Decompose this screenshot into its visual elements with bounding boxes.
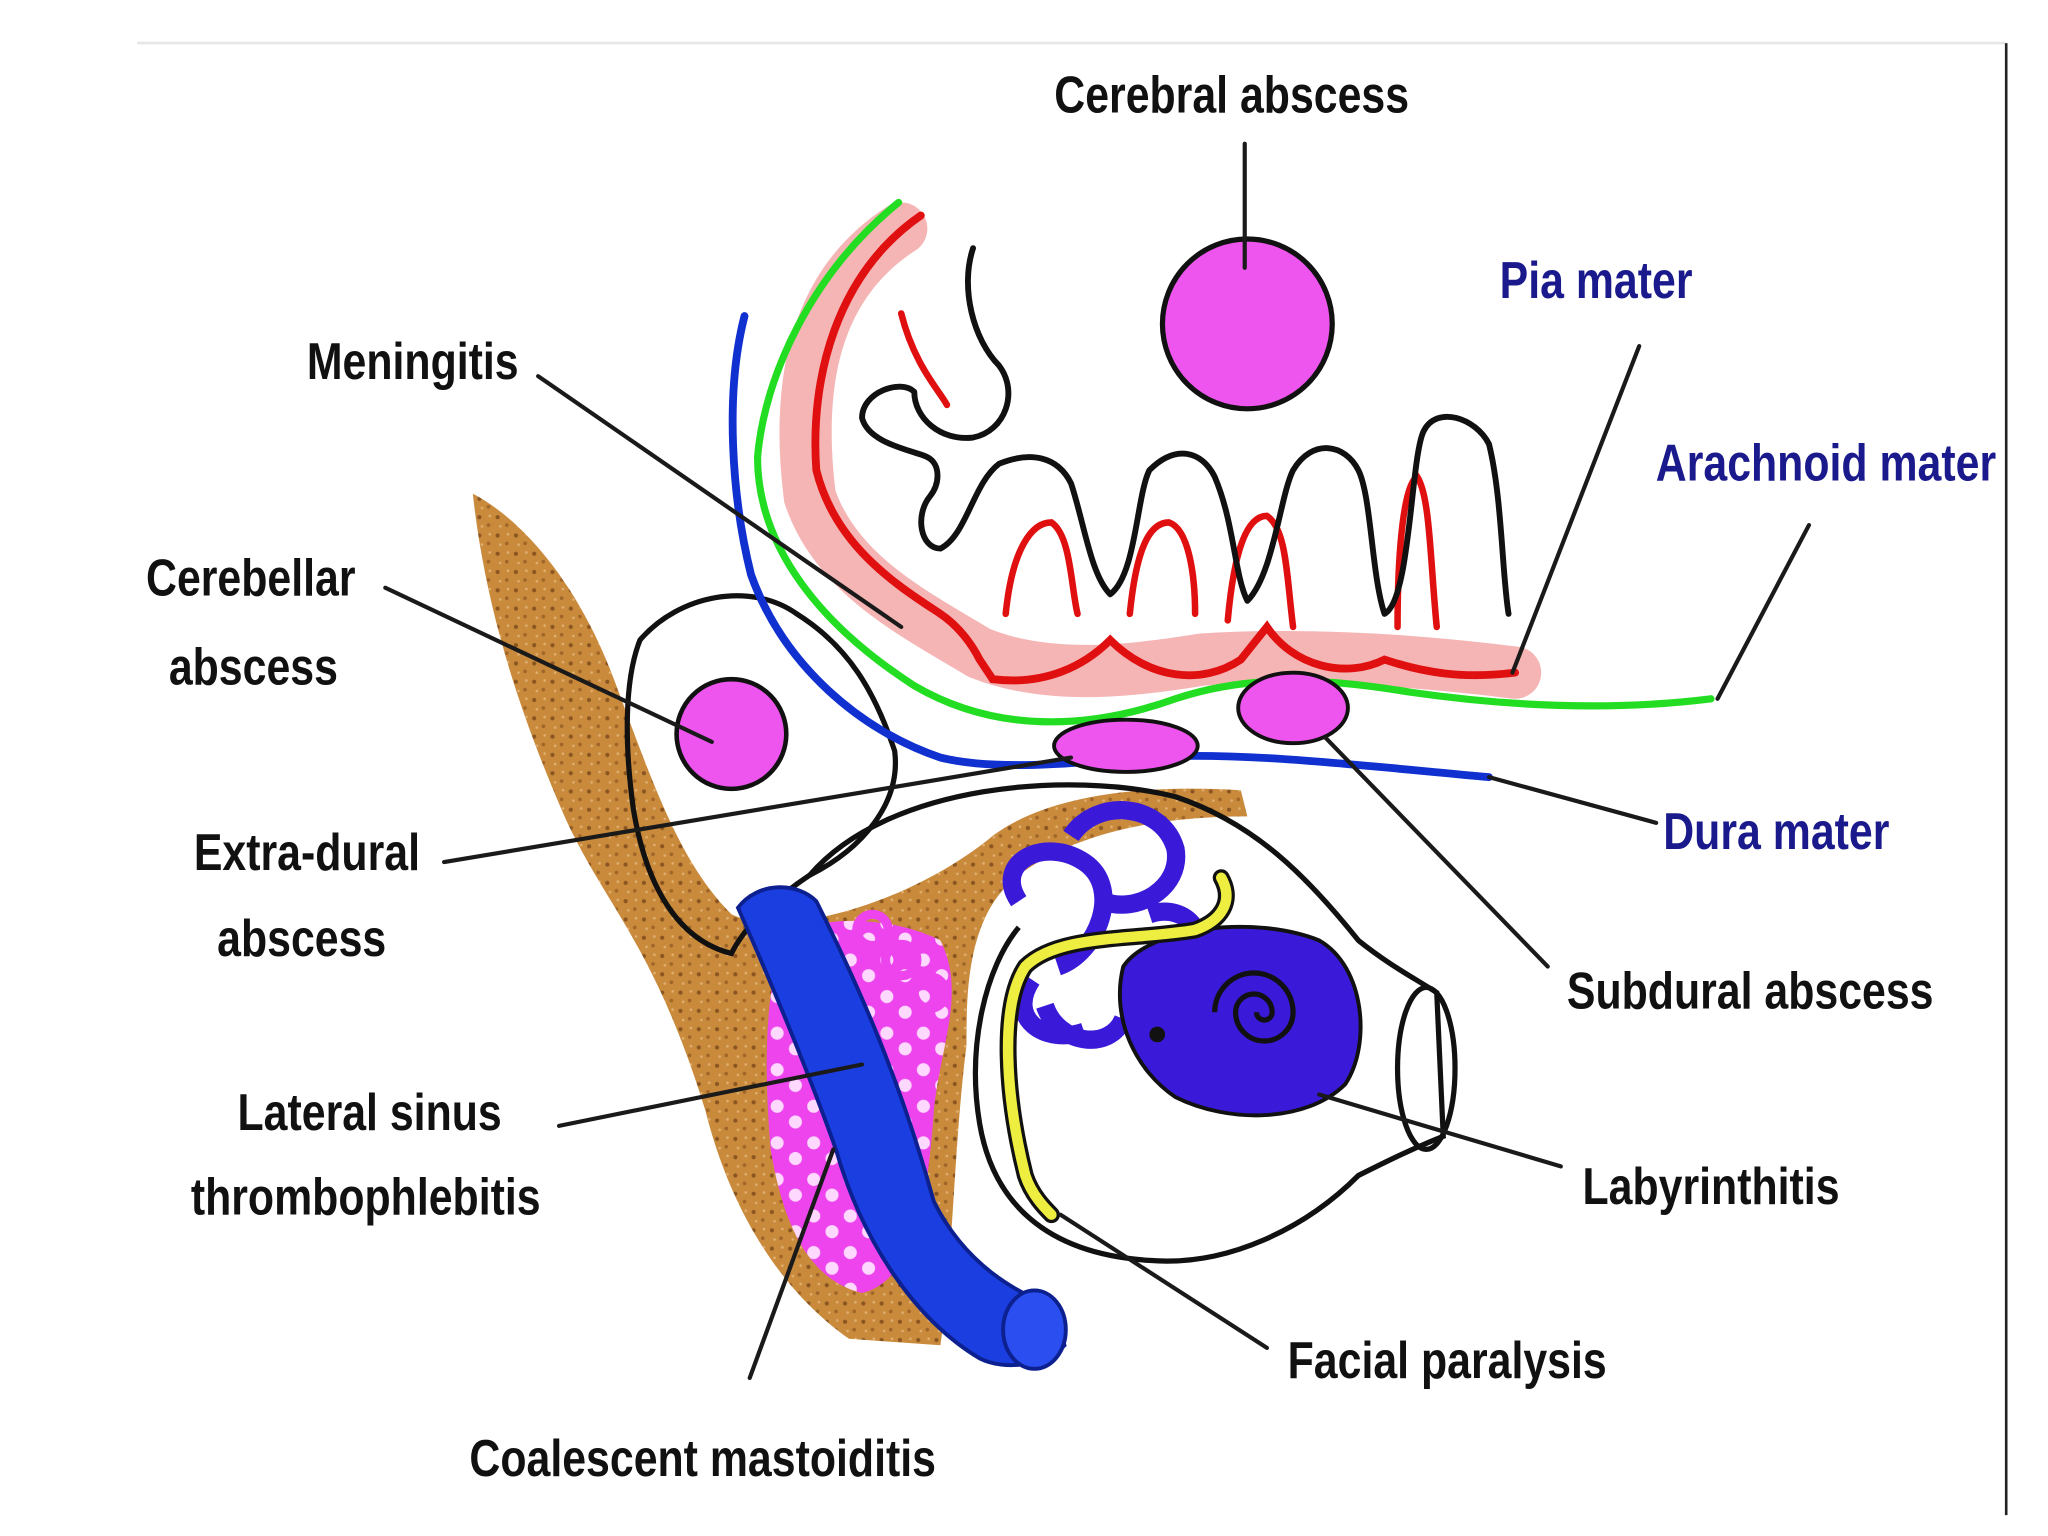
- leader-lines: [383, 141, 1812, 1381]
- middle-ear-outline: [807, 782, 1446, 1264]
- leader-extradural-abscess: [441, 755, 1074, 865]
- label-labyrinthitis: Labyrinthitis: [1583, 1158, 1840, 1216]
- facial-nerve-fill: [1002, 872, 1232, 1220]
- label-extradural-abscess-line2: abscess: [217, 910, 386, 968]
- leader-meningitis: [536, 374, 904, 630]
- leader-facial-paralysis: [1058, 1212, 1270, 1351]
- cochlea: [1117, 924, 1363, 1118]
- extradural-abscess: [1052, 717, 1200, 774]
- label-dura-mater: Dura mater: [1663, 803, 1889, 861]
- leader-pia-mater: [1510, 344, 1642, 675]
- leader-cerebellar-abscess: [383, 585, 714, 744]
- label-lateral-sinus-line1: Lateral sinus: [238, 1084, 502, 1142]
- cerebral-abscess: [1159, 236, 1335, 412]
- label-cerebral-abscess: Cerebral abscess: [1054, 66, 1409, 124]
- brain-surface-outline: [859, 245, 1512, 617]
- label-facial-paralysis: Facial paralysis: [1288, 1332, 1607, 1390]
- cerebral-cortex-gyri: [779, 202, 1542, 699]
- cerebellar-abscess: [674, 676, 789, 792]
- label-coalescent-mastoiditis: Coalescent mastoiditis: [469, 1430, 936, 1488]
- label-cerebellar-abscess-line2: abscess: [169, 638, 338, 696]
- label-meningitis: Meningitis: [307, 333, 519, 391]
- pia-mater-line: [811, 211, 1520, 685]
- dura-mater-line: [728, 312, 1493, 782]
- arachnoid-mater-line: [753, 198, 1715, 726]
- leader-lateral-sinus: [556, 1062, 865, 1128]
- leader-coalescent-mastoiditis: [747, 1147, 836, 1381]
- label-cerebellar-abscess-line1: Cerebellar: [146, 550, 356, 608]
- leader-labyrinthitis: [1317, 1092, 1563, 1169]
- lateral-sinus: [735, 885, 1068, 1371]
- leader-subdural-abscess: [1323, 735, 1550, 969]
- leader-arachnoid-mater: [1715, 522, 1812, 701]
- label-arachnoid-mater: Arachnoid mater: [1656, 435, 1996, 493]
- subdural-abscess: [1236, 670, 1350, 746]
- labels: Cerebral abscess Pia mater Meningitis Ar…: [146, 66, 1996, 1488]
- label-lateral-sinus-line2: thrombophlebitis: [191, 1169, 541, 1227]
- label-pia-mater: Pia mater: [1500, 252, 1693, 310]
- ear-canal-opening: [1394, 984, 1458, 1152]
- label-extradural-abscess-line1: Extra-dural: [194, 824, 420, 882]
- leader-dura-mater: [1486, 775, 1659, 825]
- label-subdural-abscess: Subdural abscess: [1567, 962, 1934, 1020]
